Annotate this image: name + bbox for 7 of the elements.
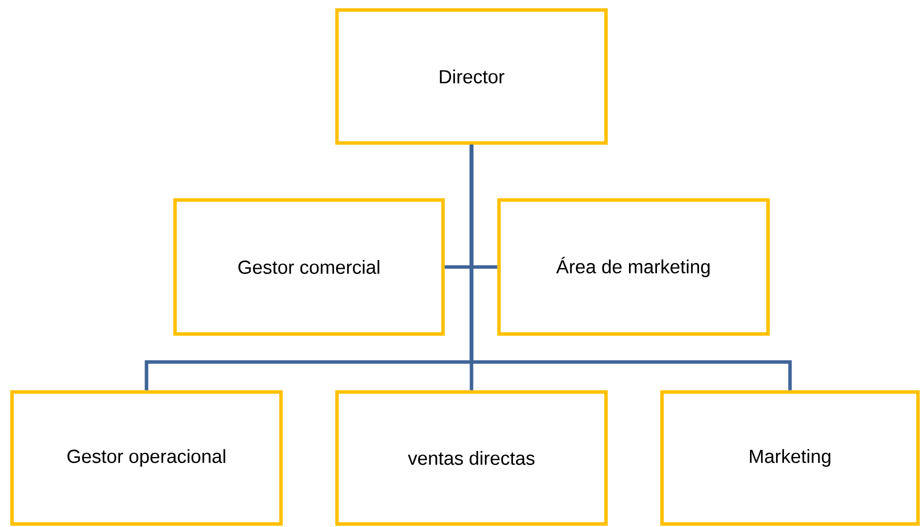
- org-box: ventas directas: [335, 390, 608, 526]
- org-box: Gestor operacional: [10, 390, 283, 526]
- connector-line: [470, 144, 792, 390]
- org-box: Marketing: [660, 390, 920, 526]
- org-box: Director: [335, 8, 608, 145]
- org-box: Área de marketing: [497, 198, 770, 336]
- org-box: Gestor comercial: [173, 198, 445, 336]
